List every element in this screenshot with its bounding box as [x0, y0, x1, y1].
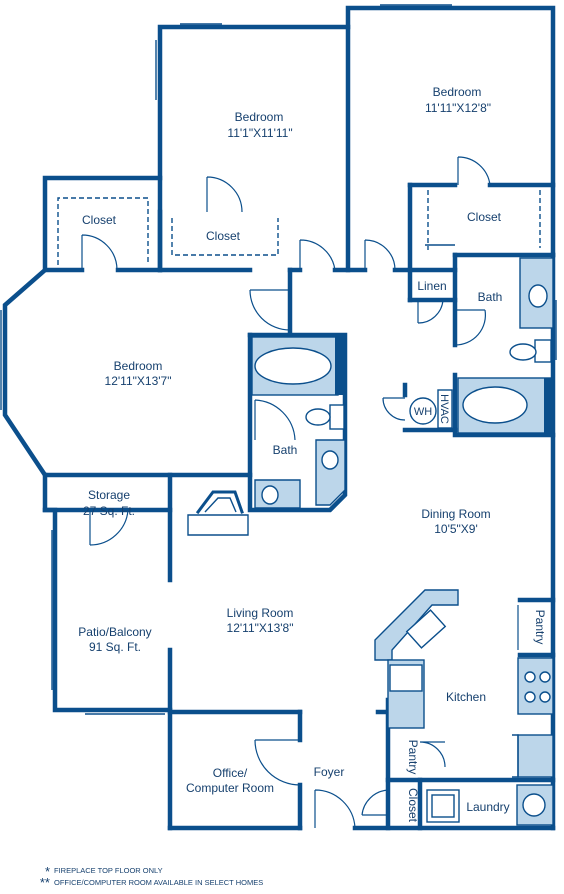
dining-name: Dining Room [421, 507, 490, 521]
dining-size: 10'5"X9' [434, 522, 478, 536]
living-size: 12'11"X13'8" [227, 621, 294, 635]
burner-icon [524, 691, 536, 703]
room-labels: Bedroom 11'1"X11'11" Bedroom 11'11"X12'8… [78, 85, 547, 823]
kitchen-sink-icon [405, 609, 447, 649]
tub-icon [254, 347, 332, 385]
footnote-2-text: OFFICE/COMPUTER ROOM AVAILABLE IN SELECT… [54, 878, 263, 887]
sink-icon [321, 450, 339, 470]
storage-size: 27 Sq. Ft. [83, 504, 135, 518]
water-heater-icon [409, 397, 437, 425]
wh-label: WH [414, 406, 432, 418]
office-line2: Computer Room [186, 781, 274, 795]
burner-icon [539, 691, 551, 703]
footnote-2-mark: ** [40, 875, 50, 890]
footnote-1-mark: * [45, 864, 50, 879]
tub-icon [462, 386, 528, 424]
pantry-small-label: Pantry [406, 740, 420, 775]
range [517, 657, 554, 715]
closet-rods [57, 190, 541, 265]
refrigerator [517, 734, 554, 778]
vanity-left [315, 439, 346, 506]
office-line1: Office/ [213, 766, 248, 780]
bedroom-right-name: Bedroom [433, 85, 482, 99]
bedroom-top-name: Bedroom [235, 110, 284, 124]
toilet-icon [305, 408, 331, 426]
linen-label: Linen [417, 279, 446, 293]
patio-size: 91 Sq. Ft. [89, 640, 141, 654]
sink-icon [261, 485, 279, 505]
footnotes: * FIREPLACE TOP FLOOR ONLY ** OFFICE/COM… [40, 864, 263, 890]
laundry-label: Laundry [466, 800, 509, 814]
dryer-icon [522, 793, 546, 817]
walls [2, 5, 556, 831]
closet-foyer-label: Closet [406, 788, 420, 823]
bedroom-left-name: Bedroom [114, 359, 163, 373]
footnote-1-text: FIREPLACE TOP FLOOR ONLY [54, 866, 163, 875]
closet-top-label: Closet [206, 229, 241, 243]
burner-icon [539, 671, 551, 683]
bedroom-top-size: 11'1"X11'11" [227, 126, 292, 140]
sink-icon [528, 284, 548, 308]
fixtures [187, 257, 554, 826]
toilet-icon [509, 343, 537, 361]
pantry-right-label: Pantry [533, 610, 547, 645]
foyer-label: Foyer [314, 765, 345, 779]
closet-right-label: Closet [467, 210, 502, 224]
closet-left-label: Closet [82, 213, 117, 227]
kitchen-label: Kitchen [446, 690, 486, 704]
bath-left-label: Bath [273, 443, 298, 457]
doors [81, 156, 519, 829]
kitchen-counter [374, 589, 459, 661]
burner-icon [524, 671, 536, 683]
storage-name: Storage [88, 488, 130, 502]
fireplace [187, 514, 249, 536]
bedroom-right-size: 11'11"X12'8" [425, 101, 491, 115]
bath-right-label: Bath [478, 290, 503, 304]
patio-name: Patio/Balcony [78, 625, 151, 639]
windows [0, 4, 557, 715]
hvac-label: HVAC [438, 394, 450, 424]
hvac-unit [437, 389, 453, 429]
living-name: Living Room [227, 606, 294, 620]
bedroom-left-size: 12'11"X13'7" [105, 374, 172, 388]
